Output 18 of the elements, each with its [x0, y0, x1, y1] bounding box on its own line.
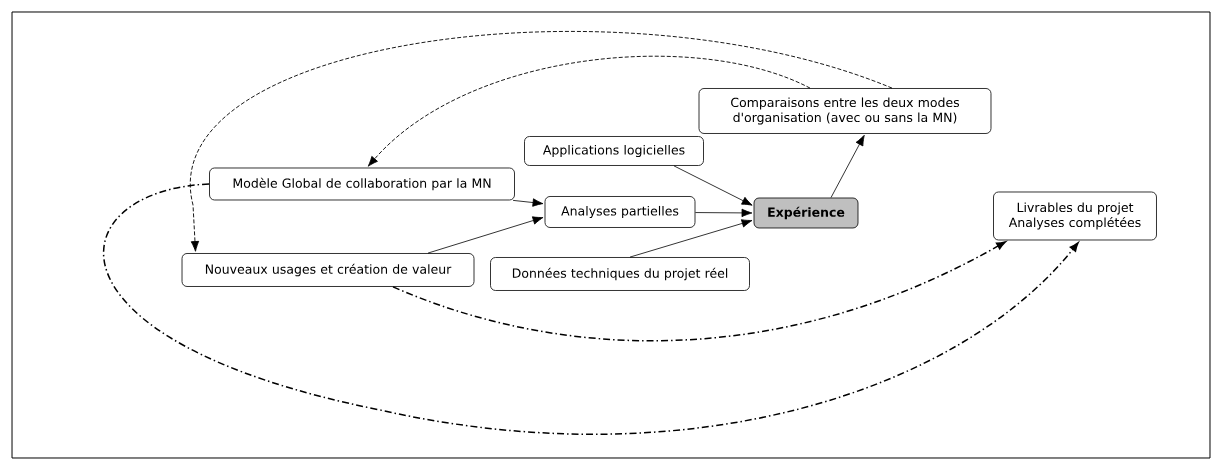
arrow — [695, 208, 753, 218]
arrow — [102, 183, 1079, 435]
arrow — [830, 134, 865, 198]
concept-box: Nouveaux usages et création de valeur — [181, 253, 475, 287]
concept-box: Comparaisons entre les deux modes d'organisation (avec ou sans la MN) — [698, 88, 992, 134]
arrow — [190, 31, 893, 252]
concept-box: Données techniques du projet réel — [490, 257, 750, 291]
concept-box: Livrables du projet Analyses complétées — [993, 191, 1157, 241]
concept-box: Modèle Global de collaboration par la MN — [209, 167, 515, 201]
concept-box: Applications logicielles — [524, 136, 704, 166]
arrow — [673, 165, 753, 206]
concept-box: Analyses partielles — [544, 196, 696, 228]
arrow — [427, 216, 544, 254]
arrow — [629, 219, 753, 258]
concept-box: Expérience — [753, 197, 859, 229]
arrow — [392, 241, 1006, 342]
arrow — [367, 55, 811, 167]
arrow — [512, 198, 544, 207]
